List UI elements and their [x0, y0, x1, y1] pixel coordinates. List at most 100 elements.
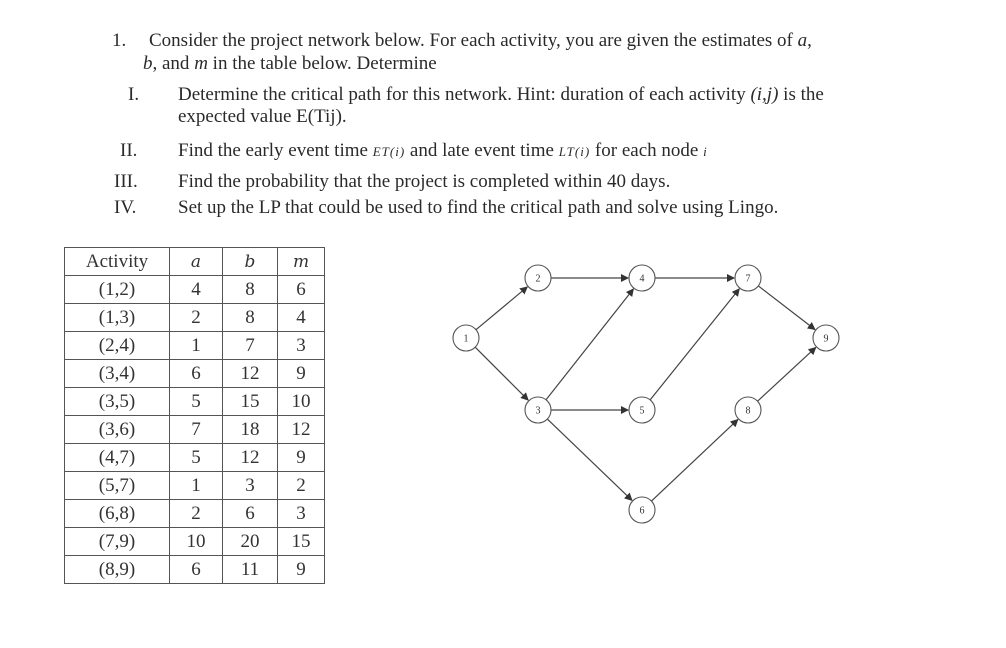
- edge-arrow-1-2: [475, 286, 529, 331]
- cell-b: 3: [222, 471, 278, 500]
- cell-b: 8: [222, 303, 278, 332]
- var-m: m: [194, 53, 208, 74]
- network-node-1: 1: [452, 324, 480, 352]
- cell-b: 18: [222, 415, 278, 444]
- cell-m: 2: [277, 471, 325, 500]
- cell-m: 4: [277, 303, 325, 332]
- part-1-var: (i,j): [750, 84, 779, 105]
- part-2-text: Find the early event time ET(i) and late…: [178, 140, 707, 163]
- node-circle: [628, 396, 656, 424]
- node-circle: [734, 396, 762, 424]
- question-comma: ,: [807, 30, 812, 51]
- part-1-line2: expected value E(Tij).: [178, 106, 347, 127]
- cell-activity: (3,6): [64, 415, 170, 444]
- network-node-4: 4: [628, 264, 656, 292]
- edge-arrow-6-8: [651, 418, 739, 502]
- cell-a: 2: [169, 499, 223, 528]
- question-text-3: in the table below. Determine: [207, 53, 437, 74]
- network-node-8: 8: [734, 396, 762, 424]
- node-circle: [452, 324, 480, 352]
- part-2-node: i: [703, 144, 707, 159]
- node-label: 3: [536, 406, 541, 417]
- node-circle: [812, 324, 840, 352]
- cell-activity: (6,8): [64, 499, 170, 528]
- cell-m: 12: [277, 415, 325, 444]
- node-circle: [628, 496, 656, 524]
- cell-activity: (3,4): [64, 359, 170, 388]
- cell-activity: (8,9): [64, 555, 170, 584]
- part-1-text-a: Determine the critical path for this net…: [178, 84, 751, 105]
- node-label: 5: [640, 406, 645, 417]
- header-activity: Activity: [64, 247, 170, 276]
- edge-arrow-3-6: [546, 418, 633, 501]
- cell-activity: (5,7): [64, 471, 170, 500]
- part-4-numeral: IV.: [114, 197, 137, 218]
- part-1-text: Determine the critical path for this net…: [178, 84, 824, 106]
- part-2-lt: LT(i): [558, 144, 591, 159]
- cell-a: 4: [169, 275, 223, 304]
- node-label: 6: [640, 506, 645, 517]
- cell-a: 5: [169, 443, 223, 472]
- cell-b: 7: [222, 331, 278, 360]
- edge-arrow-8-9: [757, 346, 817, 402]
- table-header-row: Activity a b m: [64, 247, 325, 276]
- node-circle: [524, 264, 552, 292]
- edge-arrow-3-4: [545, 288, 634, 401]
- cell-a: 5: [169, 387, 223, 416]
- question-line-1: 1. Consider the project network below. F…: [112, 30, 812, 52]
- node-label: 8: [746, 406, 751, 417]
- node-circle: [628, 264, 656, 292]
- question-text-1: Consider the project network below. For …: [149, 30, 798, 51]
- question-number: 1.: [112, 30, 127, 51]
- part-2-text-a: Find the early event time: [178, 140, 373, 161]
- cell-m: 15: [277, 527, 325, 556]
- network-node-3: 3: [524, 396, 552, 424]
- part-2-et: ET(i): [372, 144, 406, 159]
- part-3-text: Find the probability that the project is…: [178, 171, 671, 192]
- cell-activity: (2,4): [64, 331, 170, 360]
- cell-b: 15: [222, 387, 278, 416]
- part-2-text-c: for each node: [590, 140, 704, 161]
- cell-m: 9: [277, 359, 325, 388]
- cell-activity: (1,3): [64, 303, 170, 332]
- network-node-5: 5: [628, 396, 656, 424]
- node-label: 1: [464, 334, 469, 345]
- node-label: 4: [640, 274, 645, 285]
- cell-activity: (7,9): [64, 527, 170, 556]
- network-node-2: 2: [524, 264, 552, 292]
- header-b: b: [222, 247, 278, 276]
- cell-activity: (1,2): [64, 275, 170, 304]
- edge-arrow-5-7: [649, 288, 740, 401]
- cell-a: 10: [169, 527, 223, 556]
- cell-m: 10: [277, 387, 325, 416]
- cell-m: 9: [277, 555, 325, 584]
- node-label: 9: [824, 334, 829, 345]
- node-label: 2: [536, 274, 541, 285]
- cell-m: 3: [277, 499, 325, 528]
- network-node-6: 6: [628, 496, 656, 524]
- edge-arrow-1-3: [474, 346, 529, 401]
- part-2-text-b: and late event time: [405, 140, 559, 161]
- part-1-text-b: is the: [778, 84, 824, 105]
- cell-a: 1: [169, 331, 223, 360]
- header-m: m: [277, 247, 325, 276]
- var-a: a: [797, 30, 808, 51]
- node-circle: [524, 396, 552, 424]
- edge-arrow-7-9: [757, 285, 816, 331]
- node-circle: [734, 264, 762, 292]
- part-1-numeral: I.: [128, 84, 140, 105]
- cell-b: 11: [222, 555, 278, 584]
- question-line-2: b, and m in the table below. Determine: [143, 53, 437, 75]
- cell-b: 12: [222, 443, 278, 472]
